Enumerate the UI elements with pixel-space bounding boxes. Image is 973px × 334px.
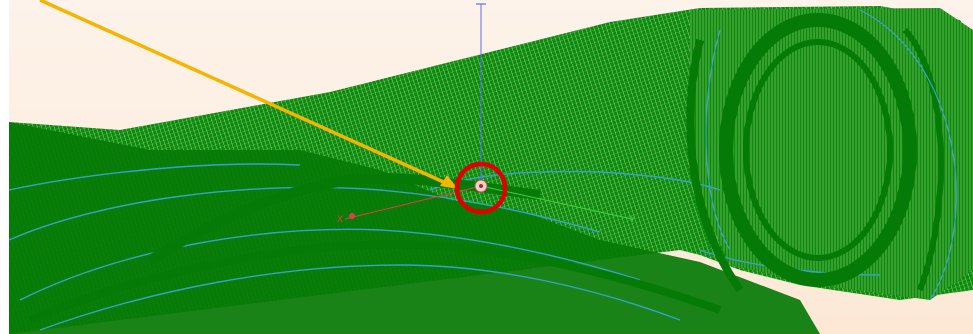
mesh-ridge-lower: [28, 240, 722, 324]
viewport-left-margin: [0, 0, 9, 334]
annotation-circle: [454, 161, 508, 215]
intake-ring-interior: [756, 54, 880, 246]
annotation-arrow: [39, 0, 458, 189]
intake-ring[interactable]: [686, 9, 957, 301]
x-axis-label: X: [337, 215, 343, 225]
x-axis-knob[interactable]: [349, 213, 355, 219]
y-axis-label: Y: [629, 215, 636, 225]
gizmo-origin-dot: [479, 184, 483, 188]
